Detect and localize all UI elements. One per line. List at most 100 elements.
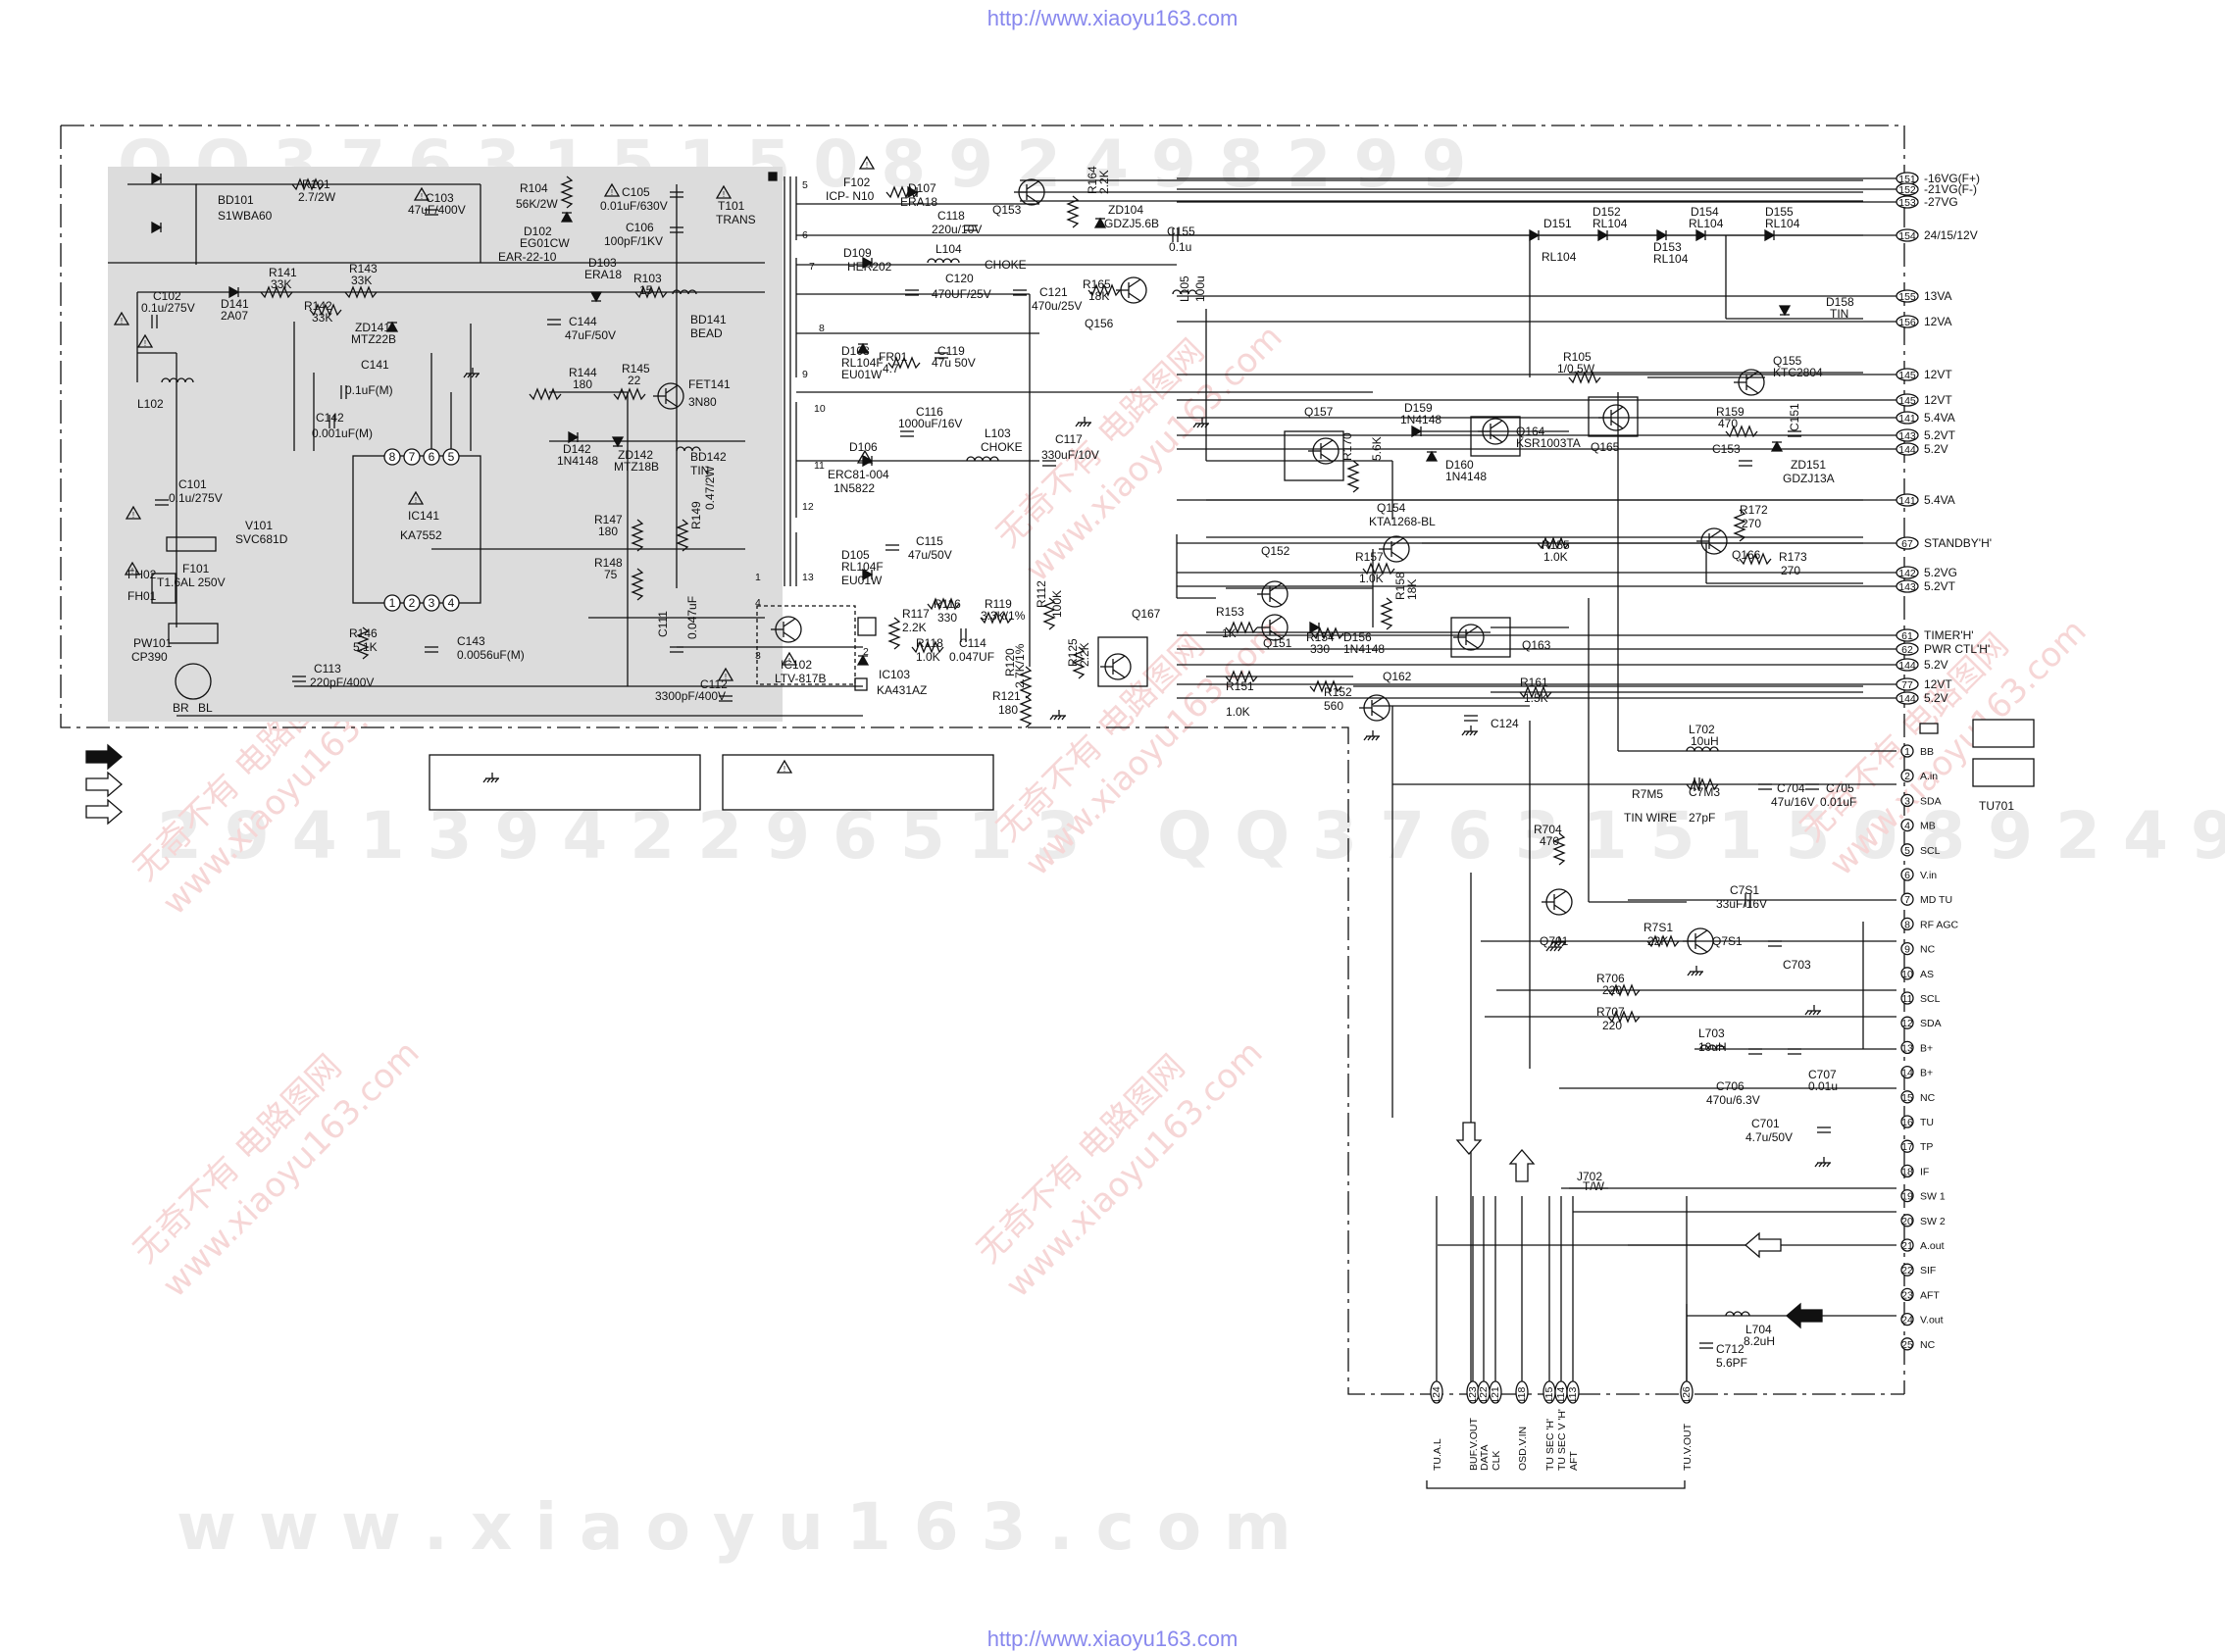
component-label-r151v: 1.0K (1226, 705, 1250, 719)
component-label-c105: C105 (622, 185, 650, 199)
component-label-d102v: EG01CW (520, 236, 570, 250)
output-terminal (1896, 393, 1919, 407)
r146-resistor (356, 626, 370, 660)
tuner-pin-number: 16 (1901, 1117, 1913, 1128)
r143-resistor (344, 285, 378, 299)
q163-transistor (1453, 624, 1485, 651)
transformer-pin-number: 2 (863, 646, 869, 658)
legend-arrow-hollow-icon (85, 771, 123, 798)
output-terminal-label: 5.2VT (1924, 428, 1956, 442)
component-label-q152: Q152 (1261, 544, 1290, 558)
component-label-zd104v: GDZJ5.6B (1104, 217, 1159, 230)
bd141-bead (672, 289, 697, 295)
component-label-r172: R172 (1740, 503, 1768, 517)
connector-label: CLK (1491, 1451, 1502, 1471)
component-label-r144: R144 (569, 366, 597, 379)
component-label-c106: C106 (626, 221, 654, 234)
connector-number: 122 (1478, 1386, 1490, 1404)
q701-transistor (1542, 888, 1573, 916)
component-label-d153v: RL104 (1653, 252, 1689, 266)
transformer-pin-number: 8 (819, 323, 825, 334)
board-border-left (60, 125, 1904, 1395)
component-label-c120: C120 (945, 272, 974, 285)
component-label-r121v: 180 (998, 703, 1018, 717)
component-label-l703: L703 (1698, 1026, 1725, 1040)
tuner-pin (1900, 1238, 1914, 1252)
safety-warning-icon: ! (603, 182, 621, 197)
d154-diode (1695, 228, 1707, 242)
l104-choke (927, 258, 960, 264)
component-label-c141: C141 (361, 358, 389, 372)
svg-text:!: ! (725, 673, 727, 681)
component-label-c705: C705 (1826, 781, 1854, 795)
component-label-v101v: SVC681D (235, 532, 288, 546)
ic141-pin-number: 1 (389, 596, 396, 610)
component-label-d103v: ERA18 (584, 268, 622, 281)
component-label-d108v: RL104F (841, 356, 884, 370)
svg-text:!: ! (421, 192, 423, 201)
component-label-ic102v: LTV-817B (775, 672, 826, 685)
component-label-l103v: CHOKE (981, 440, 1023, 454)
component-label-r165v: 18K (1088, 289, 1109, 303)
connector-bracket (1426, 1480, 1686, 1489)
component-label-r704v: 470 (1540, 834, 1559, 848)
component-label-c101v: 0.1u/275V (169, 491, 223, 505)
video-arrow-left-icon (1786, 1302, 1823, 1329)
tuner-pin (1900, 1040, 1914, 1055)
component-label-bl: BL (198, 701, 213, 715)
footer-url[interactable]: http://www.xiaoyu163.com (986, 1627, 1239, 1651)
component-label-r147: R147 (594, 513, 623, 526)
r142-resistor (309, 303, 342, 317)
ground-symbol (463, 368, 480, 378)
q165-transistor (1598, 404, 1630, 431)
legend-box-ground (429, 754, 701, 811)
output-terminal (1896, 642, 1919, 656)
component-label-r121: R121 (992, 689, 1021, 703)
l703-inductor (1699, 1044, 1725, 1050)
header-url[interactable]: http://www.xiaoyu163.com (986, 6, 1239, 30)
c120-capacitor (905, 289, 919, 296)
component-label-ear: EAR-22-10 (498, 250, 557, 264)
safety-warning-icon: ! (715, 184, 733, 199)
component-label-c7m3: C7M3 (1689, 785, 1720, 799)
output-terminal-number: 155 (1898, 291, 1916, 303)
q7s1-transistor (1683, 927, 1714, 955)
component-label-t101: T101 (718, 199, 745, 213)
output-terminal-number: 142 (1898, 568, 1916, 579)
c155-capacitor (1172, 228, 1179, 242)
d141-diode (228, 285, 240, 299)
d107-diode (907, 185, 919, 199)
component-label-d141: D141 (221, 297, 249, 311)
pw101-connector (168, 623, 219, 644)
f101-fuse (151, 573, 177, 604)
component-label-v101: V101 (245, 519, 273, 532)
ic141-pin-number: 6 (429, 450, 435, 464)
connector-number: 114 (1555, 1386, 1567, 1403)
component-label-d141v: 2A07 (221, 309, 248, 323)
component-label-j702v: T/W (1583, 1179, 1605, 1193)
svg-text:!: ! (723, 190, 725, 199)
output-terminal (1896, 315, 1919, 328)
connector-terminal (1566, 1380, 1580, 1404)
ic141-pin (442, 594, 460, 612)
safety-warning-icon: ! (407, 490, 425, 505)
component-label-r173: R173 (1779, 550, 1807, 564)
component-label-d158v: TIN (1830, 307, 1848, 321)
component-label-q165: Q165 (1591, 440, 1620, 454)
component-label-r148v: 75 (604, 568, 618, 581)
component-label-fet141: FET141 (688, 377, 731, 391)
component-label-l105v: 100u (1193, 275, 1207, 302)
fet141-transistor (653, 382, 684, 410)
tuner-pin (1900, 868, 1914, 881)
component-label-c144v: 47uF/50V (565, 328, 616, 342)
component-label-c7s1: C7S1 (1730, 883, 1759, 897)
component-label-c701v: 4.7u/50V (1745, 1130, 1793, 1144)
component-label-d109v: HER202 (847, 260, 892, 274)
component-label-q7s1: Q7S1 (1712, 934, 1743, 948)
watermark-number-right: Q Q 3 7 6 3 1 5 1 5 0 8 9 2 4 9 8 2 9 9 (1157, 798, 2225, 874)
component-label-r105: R105 (1563, 350, 1592, 364)
output-terminal-number: 141 (1898, 495, 1916, 507)
component-label-r7m5v: TIN WIRE (1624, 811, 1677, 825)
tuner-pin-number: 8 (1904, 919, 1910, 930)
tuner-pin-label: V.in (1920, 870, 1937, 881)
